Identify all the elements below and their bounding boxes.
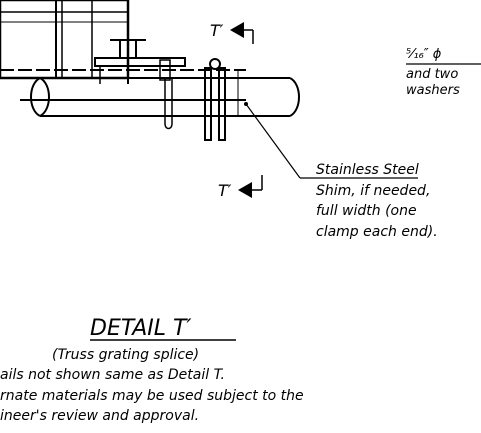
clamp-plate	[94, 24, 186, 84]
pipe-clamp	[164, 58, 239, 141]
detail-title: DETAIL T′	[90, 316, 191, 341]
section-marker-top-label: T′	[210, 21, 224, 40]
section-marker-top: T′	[210, 21, 254, 44]
section-marker-bottom-label: T′	[218, 181, 232, 200]
shim-note-line4: clamp each end).	[316, 224, 438, 240]
shim-note-line1: Stainless Steel	[316, 162, 419, 178]
detail-note-2: rnate materials may be used subject to t…	[0, 388, 304, 404]
bolt-note-line2: and two	[406, 67, 458, 82]
shim-note-line3: full width (one	[316, 203, 417, 219]
detail-subtitle: (Truss grating splice)	[52, 347, 199, 363]
detail-note-1: ails not shown same as Detail T.	[0, 367, 225, 383]
bolt-note-line3: washers	[406, 83, 460, 98]
shim-leader	[244, 102, 418, 179]
bolt-note-line1: ⁵⁄₁₆″ ϕ	[406, 47, 442, 62]
section-marker-bottom: T′	[218, 175, 263, 200]
shim-note-line2: Shim, if needed,	[316, 183, 430, 199]
detail-note-3: ineer's review and approval.	[0, 408, 199, 424]
